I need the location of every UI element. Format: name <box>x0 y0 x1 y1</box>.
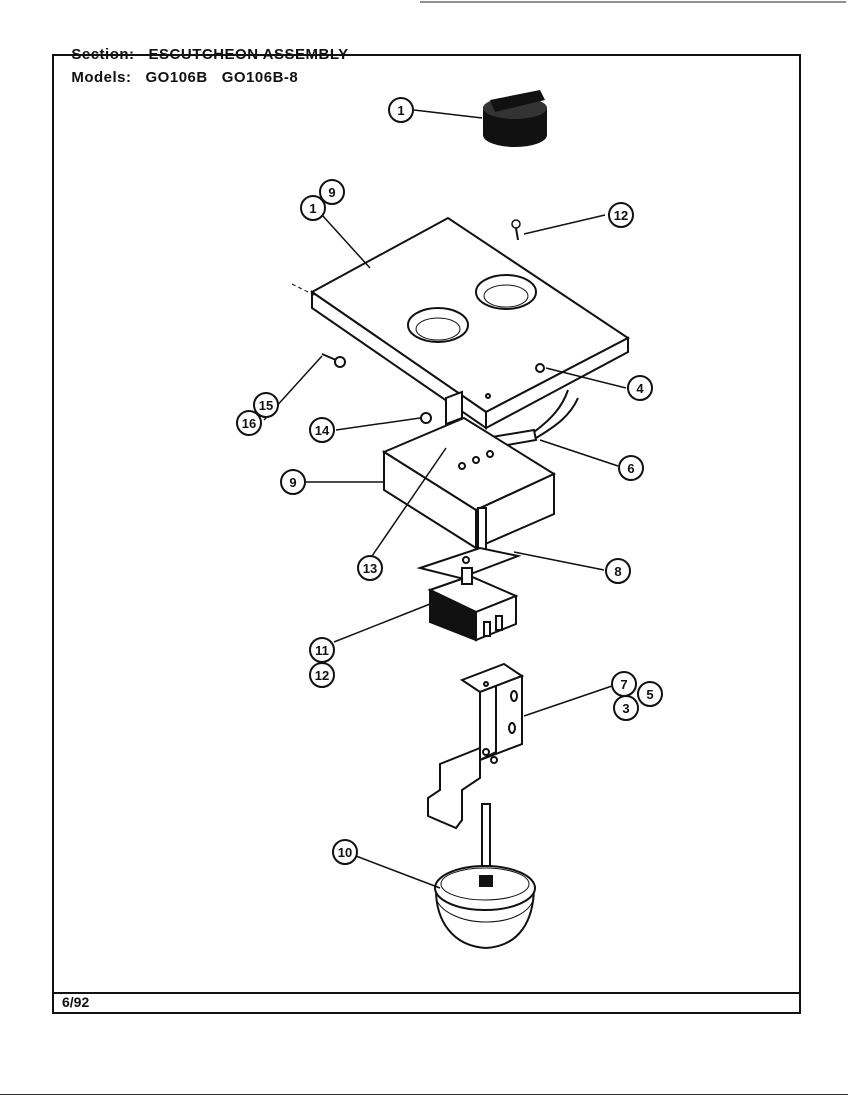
callout-1: 1 <box>300 195 326 221</box>
callout-16: 16 <box>236 410 262 436</box>
callout-2: 1 <box>388 97 414 123</box>
switch-housing <box>381 416 557 555</box>
page-bottom-rule <box>0 1094 848 1095</box>
models-label: Models: <box>71 69 132 86</box>
relay-switch <box>427 567 519 642</box>
svg-text:12: 12 <box>315 668 329 683</box>
hex-nut <box>420 412 432 424</box>
screw-top <box>511 219 521 241</box>
svg-text:1: 1 <box>309 201 316 216</box>
svg-text:8: 8 <box>614 564 621 579</box>
mounting-plate <box>416 546 522 580</box>
models-list: GO106B GO106B-8 <box>145 69 299 86</box>
svg-text:11: 11 <box>315 643 329 658</box>
revision-date: 6/92 <box>62 994 90 1010</box>
leader-lines <box>263 109 627 889</box>
svg-text:12: 12 <box>614 208 628 223</box>
svg-text:9: 9 <box>289 475 296 490</box>
svg-text:14: 14 <box>315 423 330 438</box>
svg-text:4: 4 <box>636 381 644 396</box>
callout-8: 8 <box>605 558 631 584</box>
callout-6: 6 <box>618 455 644 481</box>
callout-12: 12 <box>309 662 335 688</box>
callout-7: 7 <box>611 671 637 697</box>
callout-3: 3 <box>613 695 639 721</box>
control-knob <box>483 90 547 147</box>
svg-text:1: 1 <box>397 103 404 118</box>
escutcheon-panel <box>310 216 630 430</box>
callout-4: 4 <box>627 375 653 401</box>
callout-15: 15 <box>253 392 279 418</box>
timer-bracket <box>427 662 525 830</box>
callout-13: 13 <box>357 555 383 581</box>
svg-text:5: 5 <box>646 687 653 702</box>
callout-9: 9 <box>280 469 306 495</box>
callout-5: 5 <box>637 681 663 707</box>
footer-divider <box>52 992 801 994</box>
timer-motor <box>434 803 536 950</box>
svg-text:9: 9 <box>328 185 335 200</box>
callout-14: 14 <box>309 417 335 443</box>
svg-text:7: 7 <box>620 677 627 692</box>
svg-text:6: 6 <box>627 461 634 476</box>
screw-left <box>321 353 346 368</box>
svg-text:13: 13 <box>363 561 377 576</box>
callout-11: 11 <box>309 637 335 663</box>
callout-9-top: 9 <box>319 179 345 205</box>
svg-text:15: 15 <box>259 398 273 413</box>
callout-10: 10 <box>332 839 358 865</box>
svg-text:3: 3 <box>622 701 629 716</box>
models-heading: Models: GO106B GO106B-8 <box>62 52 298 86</box>
svg-text:16: 16 <box>242 416 256 431</box>
svg-text:10: 10 <box>338 845 352 860</box>
callout-12-top: 12 <box>608 202 634 228</box>
diagram-frame <box>52 54 801 1014</box>
